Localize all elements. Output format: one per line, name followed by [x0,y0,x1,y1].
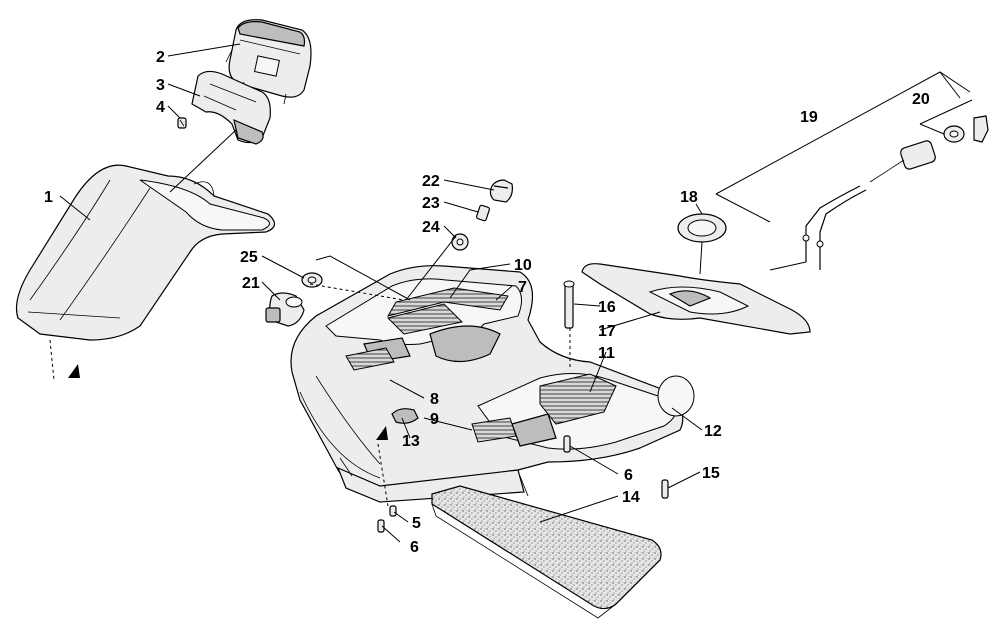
screw-part-15 [661,479,669,499]
callout-20: 20 [912,91,930,108]
callout-15: 15 [702,465,720,482]
callout-22: 22 [422,173,440,190]
callout-8: 8 [430,391,439,408]
foam-part-14 [431,485,662,619]
pad-part-13 [391,408,419,424]
cap-part-22 [489,179,513,203]
mat-part-9 [471,417,517,443]
callout-12: 12 [704,423,722,440]
key-part-20 [943,115,989,143]
bolt-part-16 [563,280,575,329]
switch-part-21 [265,292,305,327]
ring-part-18 [677,213,727,243]
hood-part [15,164,276,341]
callout-7: 7 [518,279,527,296]
callout-labels: 1 2 3 4 5 6 6 7 8 9 10 11 12 13 14 15 16… [44,49,930,556]
gauge-housing-part [191,70,271,145]
callout-17: 17 [598,323,616,340]
leader-lines [49,43,973,543]
callout-9: 9 [430,411,439,428]
callout-1: 1 [44,189,53,206]
screw-part-5 [389,505,397,517]
callout-3: 3 [156,77,165,94]
callout-23: 23 [422,195,440,212]
callout-24: 24 [422,219,440,236]
callout-4: 4 [156,99,165,116]
callout-6a: 6 [624,467,633,484]
arrow-icon [68,364,80,378]
callout-16: 16 [598,299,616,316]
mat-part-10 [386,287,509,335]
callout-18: 18 [680,189,698,206]
disk-part-12 [657,375,695,417]
washer-part-25 [301,272,323,288]
callout-10: 10 [514,257,532,274]
mat-part-11 [539,373,617,425]
callout-11: 11 [598,345,615,362]
direction-arrows [68,364,388,440]
callout-13: 13 [402,433,420,450]
arrow-icon [376,426,388,440]
mat-part-8 [345,347,395,371]
screw-part-6b [377,519,385,533]
callout-25: 25 [240,249,258,266]
gauge-part [225,19,312,105]
screw-part-6a [563,435,571,453]
callout-19: 19 [800,109,818,126]
callout-5: 5 [412,515,421,532]
pin-part-23 [476,204,490,222]
callout-14: 14 [622,489,640,506]
callout-6b: 6 [410,539,419,556]
callout-2: 2 [156,49,165,66]
side-cover-part-17 [581,263,811,335]
callout-21: 21 [242,275,260,292]
screw-part-4 [177,117,187,129]
cable-part-19 [802,140,936,270]
